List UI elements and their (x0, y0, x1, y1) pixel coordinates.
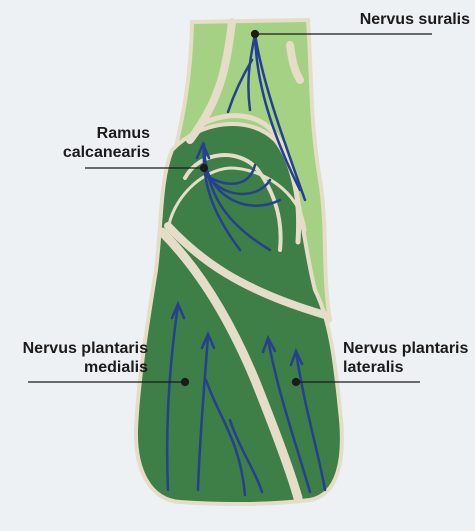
label-nervus-plantaris-medialis: Nervus plantaris medialis (0, 339, 148, 377)
label-ramus-calcanearis: Ramus calcanearis (30, 124, 150, 162)
pin-medialis (182, 379, 189, 386)
pin-suralis (252, 31, 259, 38)
label-nervus-plantaris-lateralis: Nervus plantaris lateralis (343, 339, 475, 377)
label-nervus-suralis: Nervus suralis (320, 10, 470, 29)
pin-calcanearis (201, 165, 208, 172)
pin-lateralis (293, 379, 300, 386)
